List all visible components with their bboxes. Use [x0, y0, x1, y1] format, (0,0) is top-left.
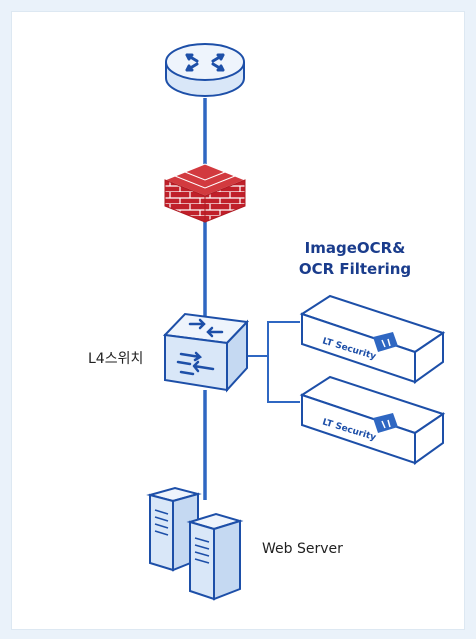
firewall-icon	[163, 163, 247, 223]
ocr-appliance-1: LT Security	[299, 294, 446, 384]
product-label-line1: ImageOCR&	[305, 239, 406, 257]
web-server-icon	[146, 486, 244, 601]
ocr-appliance-2: LT Security	[299, 375, 446, 465]
appliance-logo-icon	[373, 332, 398, 352]
appliance-links	[247, 321, 300, 403]
switch-label: L4스위치	[88, 351, 143, 367]
server-label: Web Server	[262, 541, 343, 557]
l4-switch-icon	[162, 312, 250, 393]
router-icon	[165, 43, 245, 97]
link-appliance-2	[267, 356, 300, 403]
link-appliance-1	[247, 321, 300, 357]
product-label-line2: OCR Filtering	[299, 260, 411, 278]
appliance-logo-icon	[373, 413, 398, 433]
